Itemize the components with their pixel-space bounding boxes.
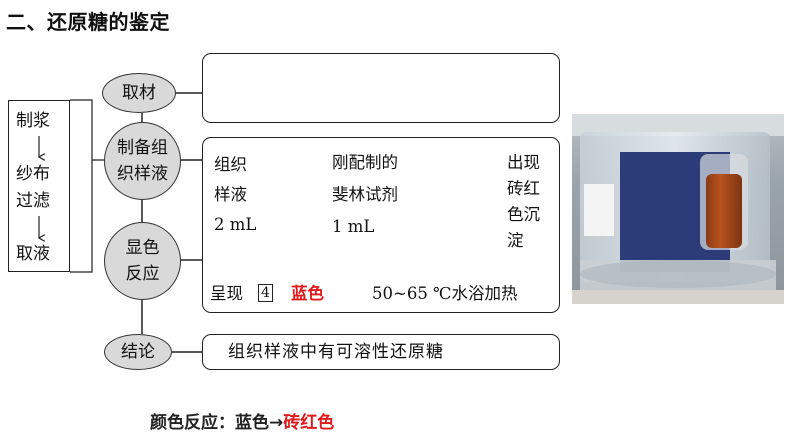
page-title: 二、还原糖的鉴定 [6, 10, 170, 34]
step-gauze: 纱布 [16, 164, 50, 184]
bottom-note-highlight: 砖红色 [283, 413, 335, 433]
step-pulp: 制浆 [16, 111, 50, 131]
blank-answer: 蓝色 [291, 284, 324, 303]
result-line-2: 砖红 [507, 179, 540, 198]
result-line-3: 色沉 [507, 205, 540, 224]
oval-color-line1: 显色 [125, 238, 160, 258]
conclusion-text: 组织样液中有可溶性还原糖 [228, 342, 444, 362]
bracket-top [70, 99, 104, 161]
sample-box-empty [202, 53, 560, 123]
oval-sample-label: 取材 [122, 83, 156, 103]
reagent-label-1: 刚配制的 [332, 153, 398, 172]
blank-number-box: 4 [258, 284, 273, 302]
water-bath-photo [572, 114, 784, 304]
oval-prepare-line1: 制备组 [117, 138, 168, 158]
heating-condition: 50~65 ℃水浴加热 [372, 284, 518, 303]
reagent-label-2: 斐林试剂 [332, 185, 398, 204]
bottom-note-prefix: 颜色反应：蓝色→ [150, 413, 284, 433]
result-line-1: 出现 [507, 153, 540, 172]
result-line-4: 淀 [507, 231, 524, 250]
sample-volume: 2 mL [214, 215, 257, 234]
sample-label-1: 组织 [214, 155, 247, 174]
blank-number: 4 [261, 285, 270, 301]
oval-prepare-line2: 织样液 [117, 164, 168, 184]
reaction-box [202, 137, 560, 313]
oval-color-reaction: 显色反应 [104, 222, 181, 300]
appear-prefix: 呈现 [210, 284, 243, 303]
step-filter: 过滤 [16, 191, 50, 211]
oval-conclusion: 结论 [104, 334, 172, 370]
bottom-note: 颜色反应：蓝色→砖红色 [150, 408, 334, 433]
oval-conclusion-label: 结论 [121, 342, 155, 362]
oval-prepare: 制备组织样液 [104, 122, 181, 200]
step-take-liquid: 取液 [16, 244, 50, 264]
oval-sample: 取材 [102, 73, 176, 113]
conclusion-box [202, 334, 560, 370]
sample-label-2: 样液 [214, 185, 247, 204]
reagent-volume: 1 mL [332, 217, 375, 236]
bracket-bottom [70, 160, 93, 273]
preparation-steps-box [8, 100, 70, 272]
oval-color-line2: 反应 [125, 264, 160, 284]
